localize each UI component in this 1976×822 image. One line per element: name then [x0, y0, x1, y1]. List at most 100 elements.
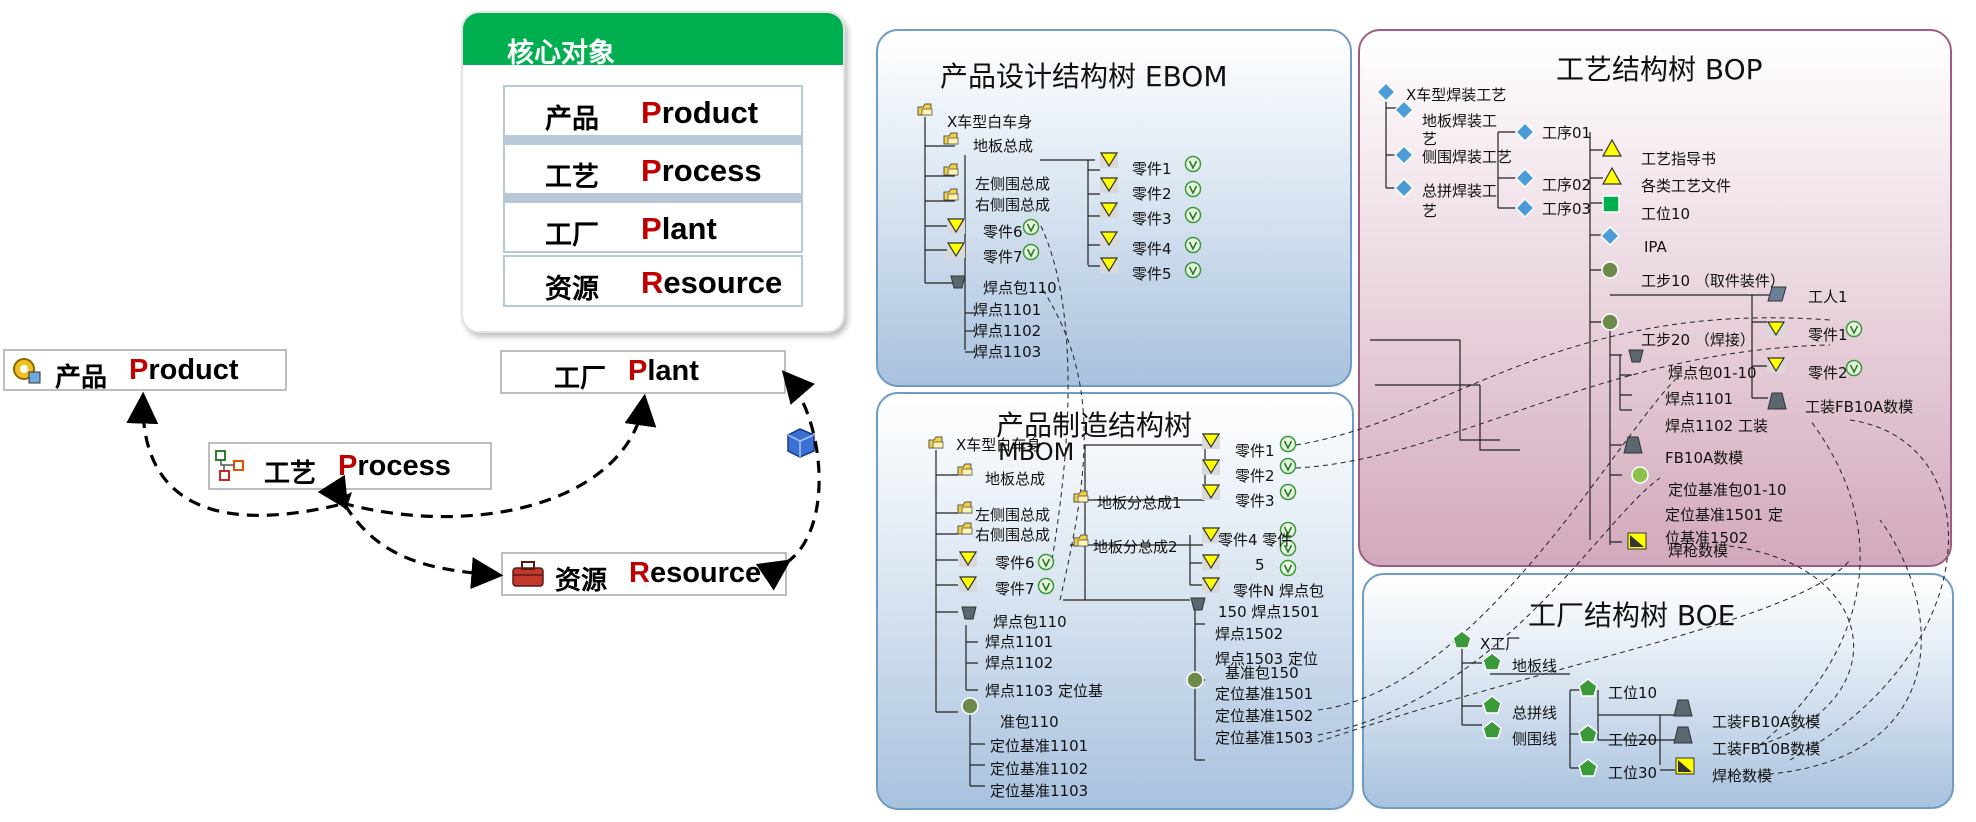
tree-node-label: 零件7 — [995, 580, 1035, 598]
tree-node-label: 工步10 （取件装件） — [1641, 272, 1785, 290]
weld-package-icon — [1190, 597, 1206, 611]
document-triangle-icon — [1601, 166, 1623, 185]
folder-icon — [957, 522, 973, 535]
weld-gun-icon — [1675, 757, 1695, 775]
tree-node-label: 零件6 — [983, 223, 1023, 241]
tree-node-label: 侧围线 — [1512, 730, 1557, 748]
tree-node-label: 位基准1502 — [1665, 529, 1748, 547]
tree-node-label: X车型焊装工艺 — [1406, 86, 1506, 104]
tree-node-label: 焊枪数模 — [1712, 767, 1772, 785]
version-v-icon — [1184, 236, 1202, 254]
folder-icon — [943, 132, 959, 145]
tree-node-label: IPA — [1644, 238, 1668, 256]
relation-plant-box: 工厂 Plant — [500, 350, 786, 394]
tree-node-label: 右侧围总成 — [975, 526, 1050, 544]
tree-node-label: 焊点1102 — [985, 654, 1053, 672]
tree-node-label: 地板线 — [1512, 657, 1557, 675]
tree-node-label: X工厂 — [1480, 635, 1520, 653]
version-v-icon — [1845, 320, 1863, 338]
part-triangle-icon — [1099, 177, 1119, 193]
factory-pentagon-icon — [1452, 630, 1472, 649]
tree-node-label: 定位基准1501 — [1215, 685, 1313, 703]
operation-diamond-icon — [1514, 197, 1536, 219]
version-v-icon — [1184, 206, 1202, 224]
tree-node-label: 地板焊装工 — [1422, 112, 1497, 130]
tree-node-label: 基准包150 — [1225, 664, 1299, 682]
tree-node-label: 零件N 焊点包 — [1233, 582, 1324, 600]
operation-diamond-icon — [1375, 81, 1397, 103]
tree-node-label: 定位基准1502 — [1215, 707, 1313, 725]
weld-package-icon — [950, 275, 966, 289]
folder-icon — [917, 103, 933, 116]
factory-pentagon-icon — [1578, 724, 1598, 743]
tree-node-label: 焊点1101 — [973, 301, 1041, 319]
tree-node-label: 零件7 — [983, 248, 1023, 266]
tree-node-label: 焊点包110 — [983, 279, 1057, 297]
part-triangle-icon — [1201, 433, 1221, 449]
tree-node-label: 定位基准1503 — [1215, 729, 1313, 747]
step-circle-icon — [1631, 466, 1649, 484]
operation-diamond-icon — [1393, 144, 1415, 166]
arrow-resource-plant — [755, 370, 821, 591]
tree-node-label: 地板总成 — [985, 470, 1045, 488]
tree-node-label: 工位10 — [1641, 205, 1690, 223]
part-triangle-icon — [1201, 459, 1221, 475]
part-triangle-icon — [1099, 202, 1119, 218]
tree-node-label: 焊点1101 — [1665, 390, 1733, 408]
weld-package-icon — [961, 606, 977, 620]
tree-node-label: 零件1 — [1132, 160, 1172, 178]
tree-node-label: X车型白车身 — [947, 113, 1032, 131]
core-objects-title: 核心对象 — [507, 38, 615, 69]
tree-node-label: 定位基准1101 — [990, 737, 1088, 755]
tree-node-label: 零件5 — [1132, 265, 1172, 283]
part-triangle-icon — [1099, 257, 1119, 273]
version-v-icon — [1184, 155, 1202, 173]
tree-node-label: 零件1 — [1235, 442, 1275, 460]
step-circle-icon — [961, 697, 979, 715]
tree-node-label: 150 焊点1501 — [1218, 603, 1320, 621]
part-triangle-icon — [1766, 321, 1786, 337]
version-v-icon — [1022, 218, 1040, 236]
core-objects-header — [463, 13, 843, 65]
step-circle-icon — [1601, 313, 1619, 331]
tree-node-label: 工艺指导书 — [1641, 150, 1716, 168]
tree-node-label: 工装FB10A数模 — [1712, 713, 1820, 731]
tree-node-label: 焊点1502 — [1215, 625, 1283, 643]
weld-gun-icon — [1627, 532, 1647, 550]
core-row-plant: 工厂 Plant — [503, 201, 803, 253]
mbom-title-2: MBOM — [998, 438, 1075, 466]
tree-node-label: 左侧围总成 — [975, 175, 1050, 193]
process-flow-icon — [215, 450, 244, 481]
tree-node-label: 总拼焊装工 — [1422, 182, 1497, 200]
product-gear-icon — [13, 358, 41, 384]
version-v-icon — [1845, 359, 1863, 377]
tree-node-label: 工装FB10B数模 — [1712, 740, 1820, 758]
tree-node-label: 零件6 — [995, 554, 1035, 572]
tree-node-label: 艺 — [1422, 202, 1437, 220]
part-triangle-icon — [958, 551, 978, 567]
station-square-icon — [1602, 195, 1620, 213]
process-hub-arrowhead — [335, 492, 352, 510]
tree-node-label: 焊枪数模 — [1668, 542, 1728, 560]
tree-node-label: 总拼线 — [1512, 704, 1557, 722]
tree-node-label: 焊点包01-10 — [1668, 364, 1757, 382]
fixture-icon — [1673, 699, 1693, 717]
tree-node-label: 定位基准1102 — [990, 760, 1088, 778]
tree-node-label: 零件4 零件 — [1218, 531, 1292, 549]
worker-icon — [1767, 286, 1787, 302]
arrow-process-product — [126, 391, 339, 517]
tree-node-label: 工位20 — [1608, 731, 1657, 749]
folder-icon — [943, 163, 959, 176]
ebom-title: 产品设计结构树 EBOM — [940, 60, 1228, 93]
tree-node-label: 焊点1102 工装 — [1665, 417, 1768, 435]
fixture-icon — [1767, 392, 1787, 410]
relation-product-box: 产品 Product — [3, 349, 287, 393]
tree-node-label: 准包110 — [1000, 713, 1059, 731]
core-objects-card: 核心对象 产品 Product 工艺 Process 工厂 Plant 资源 R… — [461, 11, 845, 333]
operation-diamond-icon — [1514, 121, 1536, 143]
bop-panel — [1358, 29, 1952, 567]
factory-pentagon-icon — [1578, 678, 1598, 697]
version-v-icon — [1184, 180, 1202, 198]
tree-node-label: 工位10 — [1608, 684, 1657, 702]
